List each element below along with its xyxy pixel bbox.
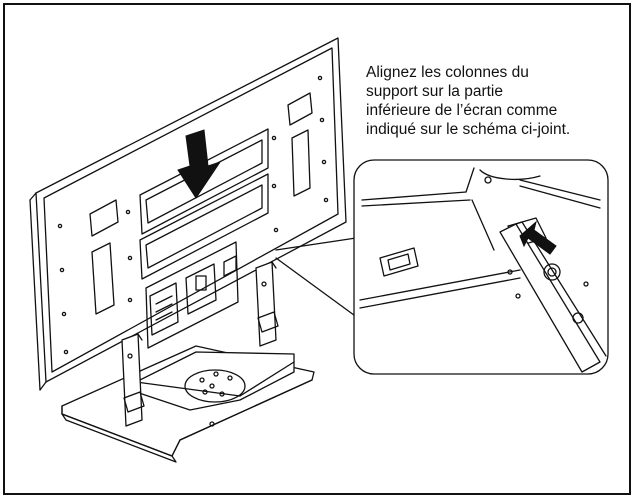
monitor-back bbox=[29, 37, 347, 391]
zoom-detail bbox=[353, 159, 609, 375]
caption-line: indiqué sur le schéma ci-joint. bbox=[366, 121, 571, 138]
down-arrow-icon bbox=[177, 129, 222, 199]
caption-line: inférieure de l’écran comme bbox=[366, 102, 558, 119]
caption: Alignez les colonnes du support sur la p… bbox=[366, 63, 628, 139]
terminal-panel bbox=[145, 241, 239, 349]
insert-arrow-icon bbox=[519, 220, 557, 255]
screw-holes bbox=[57, 75, 329, 355]
caption-line: support sur la partie bbox=[366, 83, 503, 100]
stand bbox=[61, 261, 315, 463]
caption-line: Alignez les colonnes du bbox=[366, 64, 529, 81]
figure-border bbox=[3, 3, 631, 495]
